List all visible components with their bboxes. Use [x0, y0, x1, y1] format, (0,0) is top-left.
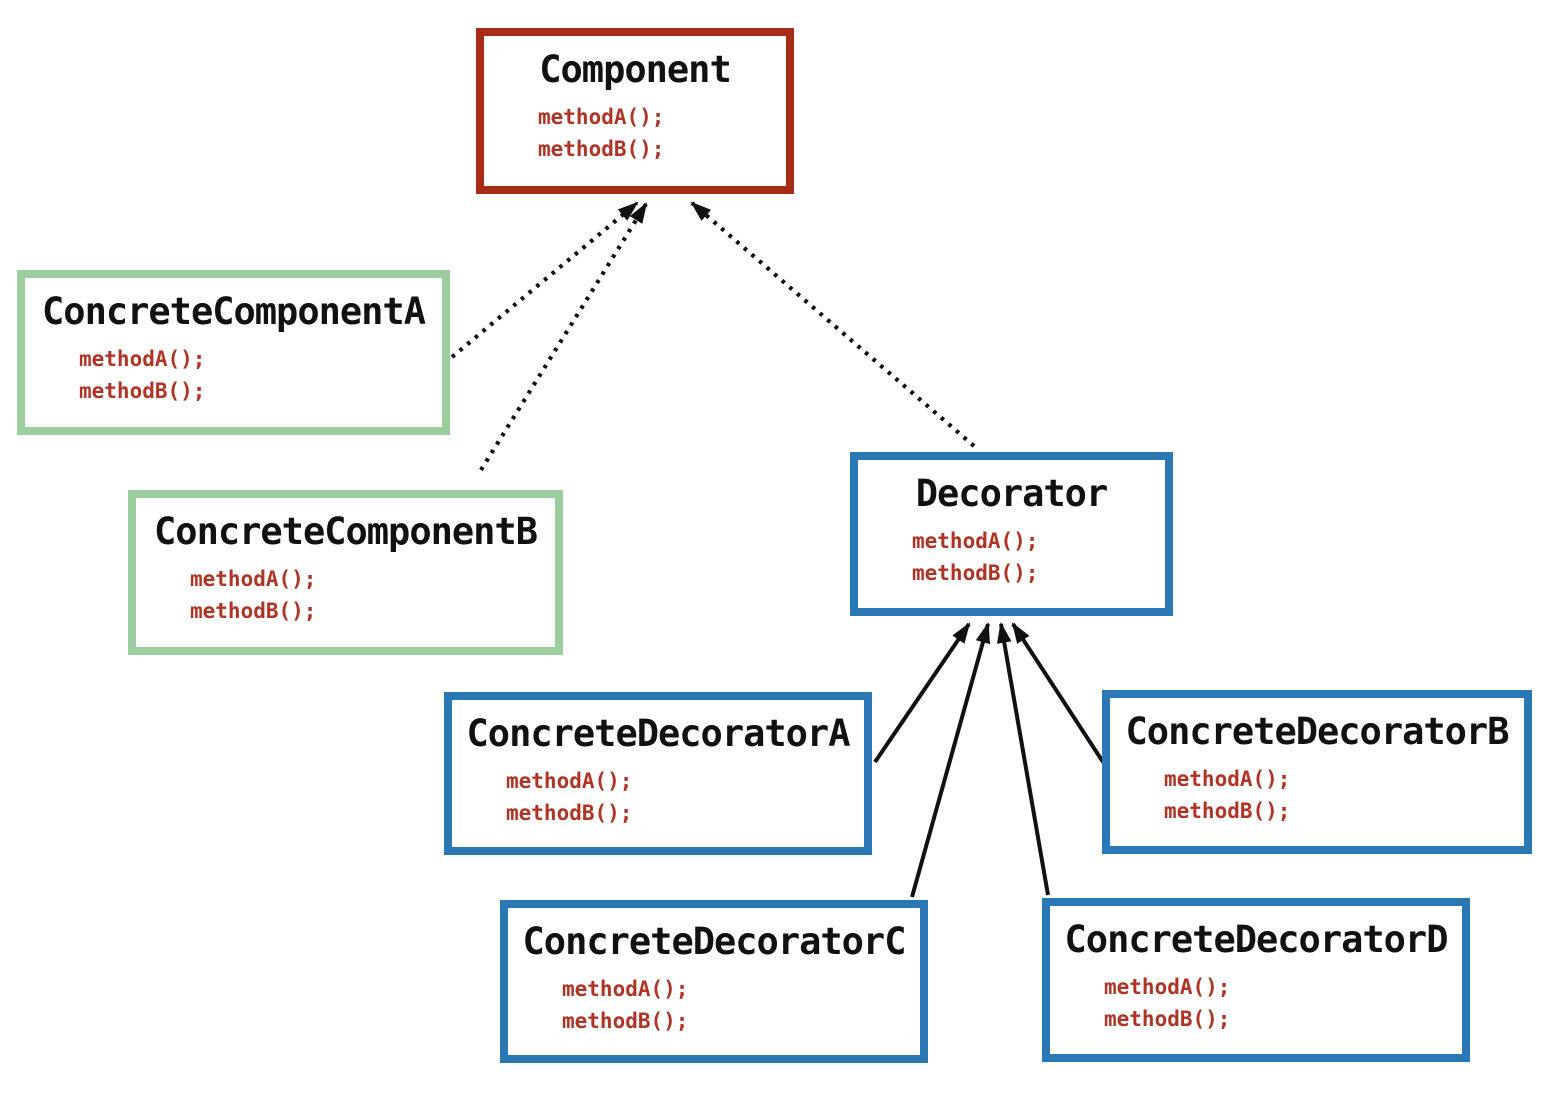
arrow-concretedecoratorc-to-decorator	[910, 621, 991, 898]
class-method: methodA();	[79, 346, 206, 371]
class-methods: methodA(); methodB();	[1050, 971, 1462, 1036]
class-box-concrete-decorator-b: ConcreteDecoratorB methodA(); methodB();	[1102, 690, 1532, 854]
class-title: ConcreteComponentA	[42, 290, 426, 333]
class-method: methodB();	[912, 561, 1039, 586]
class-box-concrete-decorator-c: ConcreteDecoratorC methodA(); methodB();	[500, 900, 928, 1063]
class-method: methodB();	[1104, 1007, 1231, 1032]
class-methods: methodA(); methodB();	[1110, 763, 1524, 828]
class-method: methodB();	[562, 1009, 689, 1034]
class-methods: methodA(); methodB();	[508, 973, 920, 1038]
arrow-concretecomponenta-to-component	[450, 201, 639, 359]
class-box-concrete-component-b: ConcreteComponentB methodA(); methodB();	[128, 490, 563, 655]
class-title: ConcreteDecoratorA	[466, 712, 851, 755]
arrow-concretedecoratord-to-decorator	[996, 621, 1050, 896]
class-title: ConcreteDecoratorB	[1125, 710, 1510, 753]
class-methods: methodA(); methodB();	[452, 765, 864, 830]
class-title: Component	[539, 48, 731, 91]
class-method: methodA();	[538, 104, 665, 129]
arrow-concretecomponentb-to-component	[479, 202, 648, 472]
class-box-concrete-component-a: ConcreteComponentA methodA(); methodB();	[17, 270, 450, 435]
class-method: methodB();	[79, 379, 206, 404]
class-method: methodB();	[506, 801, 633, 826]
arrow-concretedecoratorb-to-decorator	[1011, 622, 1105, 764]
class-method: methodA();	[912, 528, 1039, 553]
class-box-decorator: Decorator methodA(); methodB();	[850, 452, 1173, 616]
class-methods: methodA(); methodB();	[25, 343, 442, 408]
class-methods: methodA(); methodB();	[484, 101, 786, 166]
class-title: ConcreteDecoratorC	[522, 920, 907, 963]
class-methods: methodA(); methodB();	[136, 563, 555, 628]
class-method: methodA();	[506, 768, 633, 793]
class-method: methodA();	[1104, 974, 1231, 999]
class-method: methodB();	[538, 137, 665, 162]
class-method: methodA();	[1164, 766, 1291, 791]
class-title: ConcreteDecoratorD	[1064, 918, 1449, 961]
class-box-concrete-decorator-d: ConcreteDecoratorD methodA(); methodB();	[1042, 898, 1470, 1062]
class-title: Decorator	[915, 472, 1108, 515]
class-method: methodA();	[190, 566, 317, 591]
class-method: methodB();	[190, 599, 317, 624]
class-box-concrete-decorator-a: ConcreteDecoratorA methodA(); methodB();	[444, 692, 872, 855]
class-title: ConcreteComponentB	[154, 510, 538, 553]
class-method: methodB();	[1164, 799, 1291, 824]
class-method: methodA();	[562, 976, 689, 1001]
arrow-decorator-to-component	[690, 201, 976, 448]
class-methods: methodA(); methodB();	[858, 525, 1165, 590]
arrow-concretedecoratora-to-decorator	[873, 622, 971, 764]
class-box-component: Component methodA(); methodB();	[476, 28, 794, 194]
